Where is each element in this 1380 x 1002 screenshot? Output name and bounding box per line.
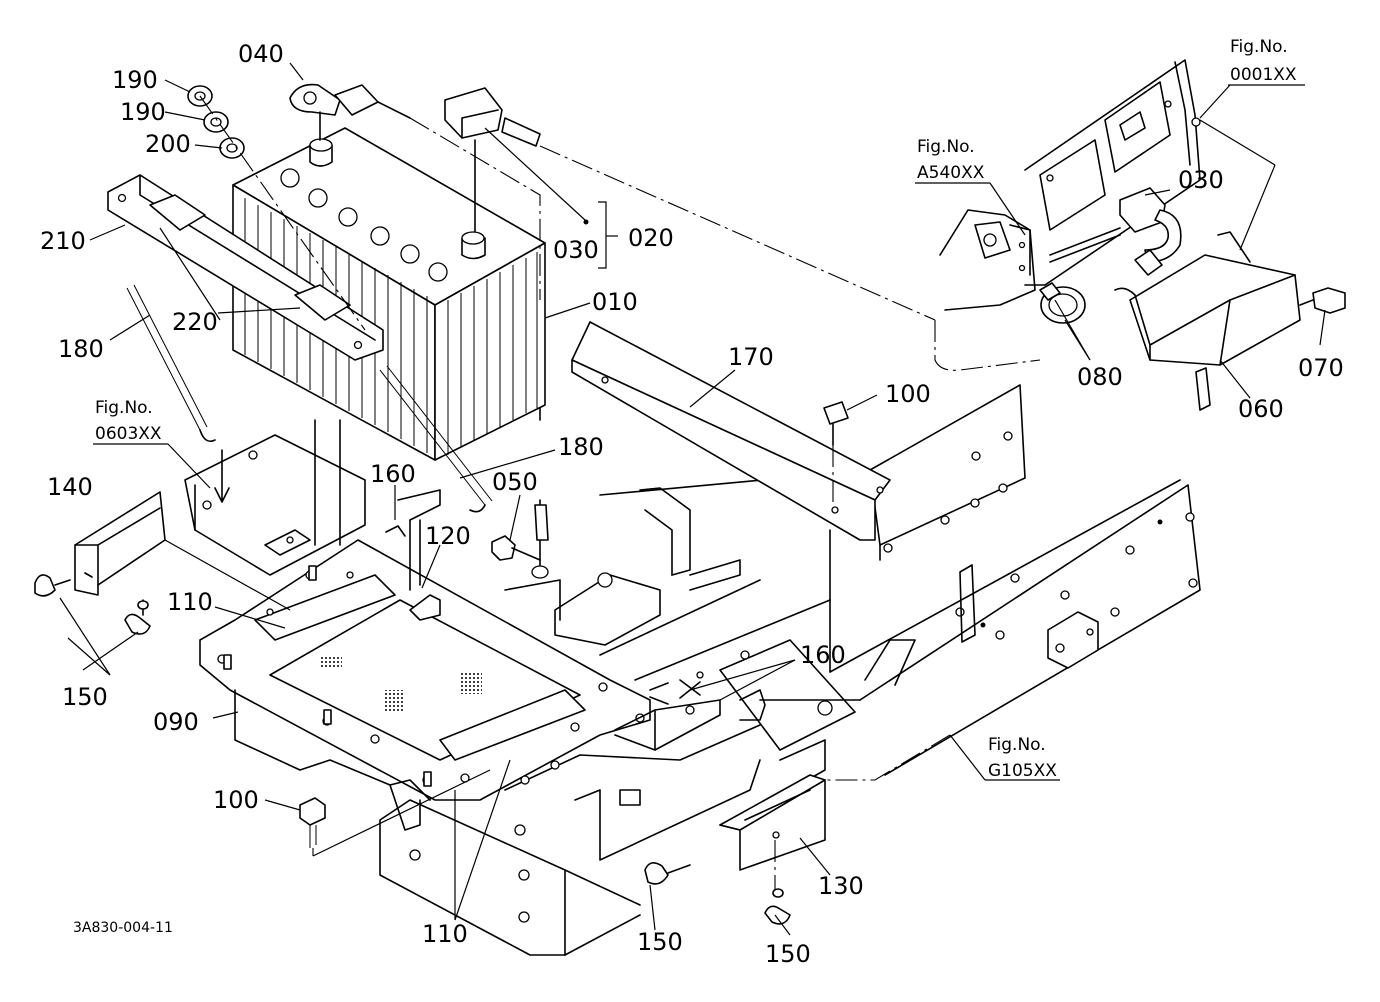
label-150-c: 150 — [765, 940, 811, 968]
fig-ref-0603-caption: Fig.No. — [95, 398, 153, 418]
fig-ref-g105-number: G105XX — [988, 761, 1057, 781]
engine-area — [939, 59, 1346, 411]
fig-ref-0001-number: 0001XX — [1230, 65, 1297, 85]
nuts-washers — [187, 85, 366, 331]
label-150-b: 150 — [637, 928, 683, 956]
label-220: 220 — [172, 308, 218, 336]
fig-ref-g105-caption: Fig.No. — [988, 735, 1046, 755]
label-170: 170 — [728, 343, 774, 371]
label-110-b: 110 — [422, 920, 468, 948]
hold-down-bar — [107, 174, 493, 513]
label-180-b: 180 — [558, 433, 604, 461]
label-090: 090 — [153, 708, 199, 736]
label-080: 080 — [1077, 363, 1123, 391]
label-160-a: 160 — [370, 460, 416, 488]
fig-ref-0603-number: 0603XX — [95, 424, 162, 444]
label-100-b: 100 — [213, 786, 259, 814]
label-160-b: 160 — [800, 641, 846, 669]
label-180-a: 180 — [58, 335, 104, 363]
label-030-a: 030 — [553, 236, 599, 264]
label-140: 140 — [47, 473, 93, 501]
label-100-a: 100 — [885, 380, 931, 408]
fasteners — [34, 491, 826, 925]
cables — [289, 83, 1041, 371]
fig-ref-0001-caption: Fig.No. — [1230, 37, 1288, 57]
label-150-a: 150 — [62, 683, 108, 711]
battery-bracket-assembly — [184, 434, 721, 831]
label-190-b: 190 — [120, 98, 166, 126]
label-020: 020 — [628, 224, 674, 252]
label-210: 210 — [40, 227, 86, 255]
label-200: 200 — [145, 130, 191, 158]
perforation-pattern — [320, 655, 482, 712]
label-130: 130 — [818, 872, 864, 900]
label-030-b: 030 — [1178, 166, 1224, 194]
fig-ref-a540-number: A540XX — [917, 163, 985, 183]
part-labels: 040 190 190 200 210 220 180 030 020 010 … — [40, 40, 1344, 968]
leader-lines — [59, 62, 1326, 936]
drawing-number: 3A830-004-11 — [73, 920, 173, 936]
fig-ref-a540-caption: Fig.No. — [917, 137, 975, 157]
label-070: 070 — [1298, 354, 1344, 382]
label-010: 010 — [592, 288, 638, 316]
label-050: 050 — [492, 468, 538, 496]
label-060: 060 — [1238, 395, 1284, 423]
label-190-a: 190 — [112, 66, 158, 94]
label-120: 120 — [425, 522, 471, 550]
frame-assembly — [314, 359, 1201, 956]
label-040: 040 — [238, 40, 284, 68]
figure-references: Fig.No. 0001XX Fig.No. A540XX Fig.No. 06… — [95, 37, 1297, 781]
support-angle — [571, 321, 891, 541]
label-110-a: 110 — [167, 588, 213, 616]
